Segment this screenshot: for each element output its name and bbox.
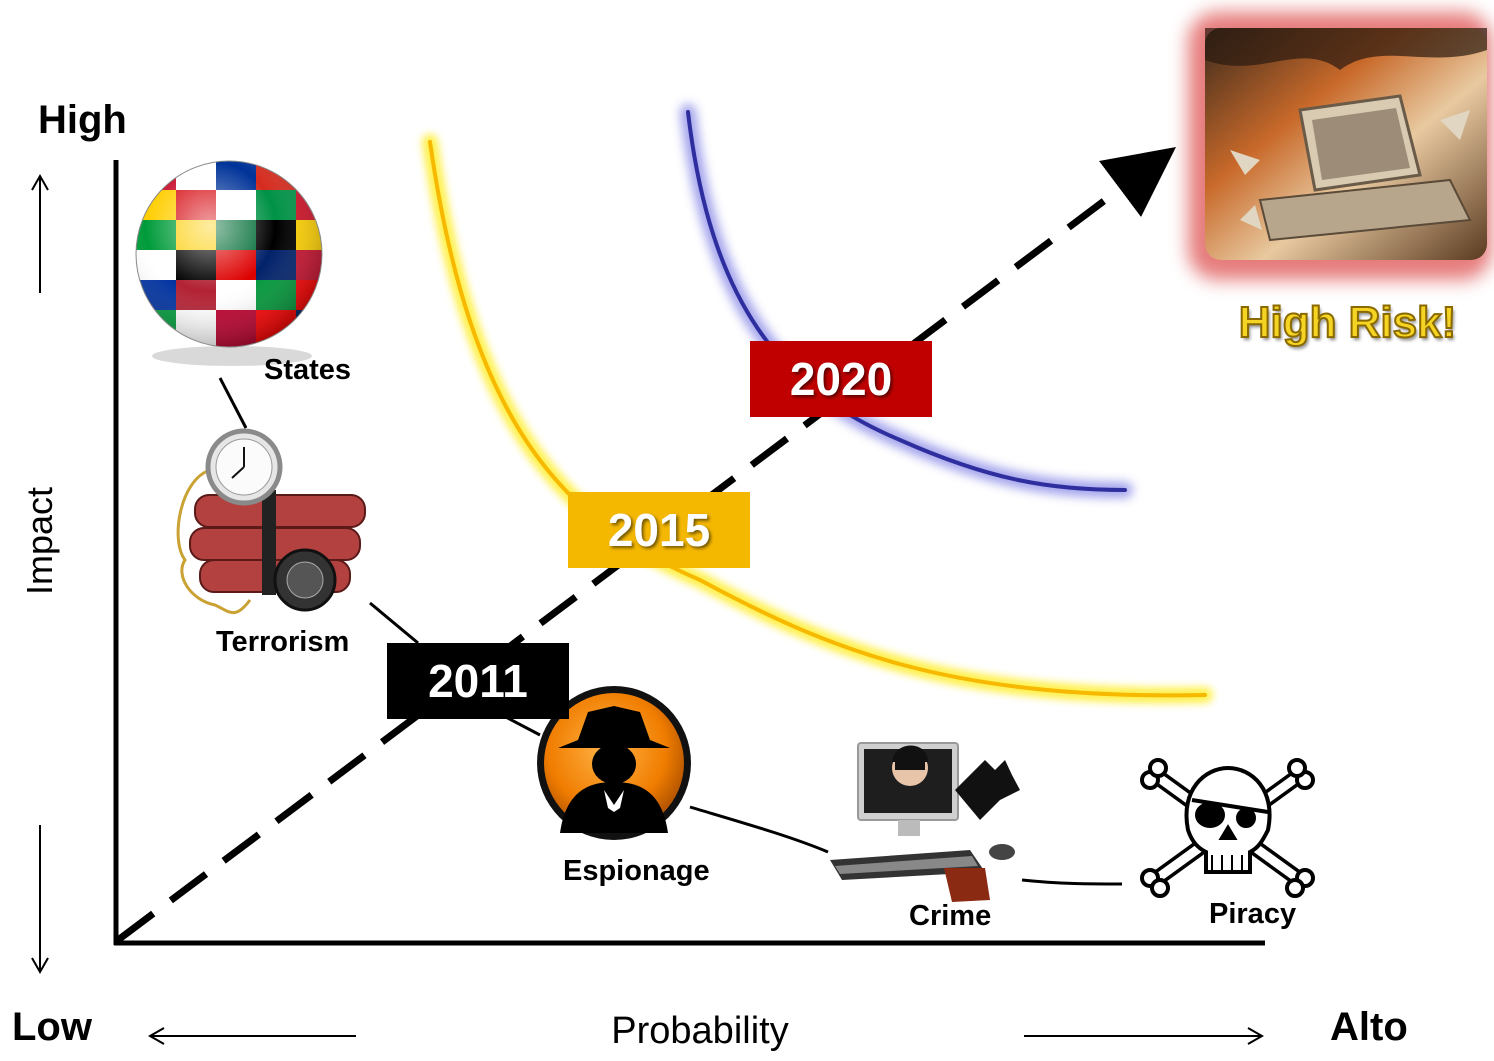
threat-connector [218, 377, 1123, 886]
y-axis-title: Impact [19, 486, 60, 596]
threat-label-espionage: Espionage [563, 855, 710, 887]
threat-label-piracy: Piracy [1209, 898, 1297, 930]
threat-label-terrorism: Terrorism [216, 626, 350, 658]
threat-label-states: States [264, 354, 352, 386]
probability-left-arrow [147, 1027, 356, 1045]
year-badge-2011: 2011 [387, 643, 569, 719]
probability-right-arrow [1024, 1027, 1265, 1045]
skull-crossbones-icon [1140, 758, 1315, 898]
y-axis-high-label: High [38, 98, 127, 142]
impact-up-arrow [31, 173, 49, 293]
thief-computer-icon [830, 742, 1020, 902]
x-axis-low-label: Low [12, 1005, 92, 1049]
trend-arrow [115, 147, 1177, 943]
time-bomb-icon [176, 428, 366, 615]
x-axis-title: Probability [611, 1010, 789, 1052]
year-badge-2020: 2020 [750, 341, 932, 417]
threat-label-crime: Crime [909, 900, 992, 932]
high-risk-label: High Risk! [1238, 297, 1458, 348]
curve-2020 [680, 104, 1133, 498]
exploding-computer-icon [1188, 12, 1492, 280]
x-axis-high-label: Alto [1330, 1005, 1408, 1049]
spy-silhouette-icon [537, 686, 691, 840]
impact-down-arrow [31, 825, 49, 975]
year-badge-2015: 2015 [568, 492, 750, 568]
curve-2015 [422, 134, 1213, 704]
globe-flags-icon [135, 160, 323, 366]
